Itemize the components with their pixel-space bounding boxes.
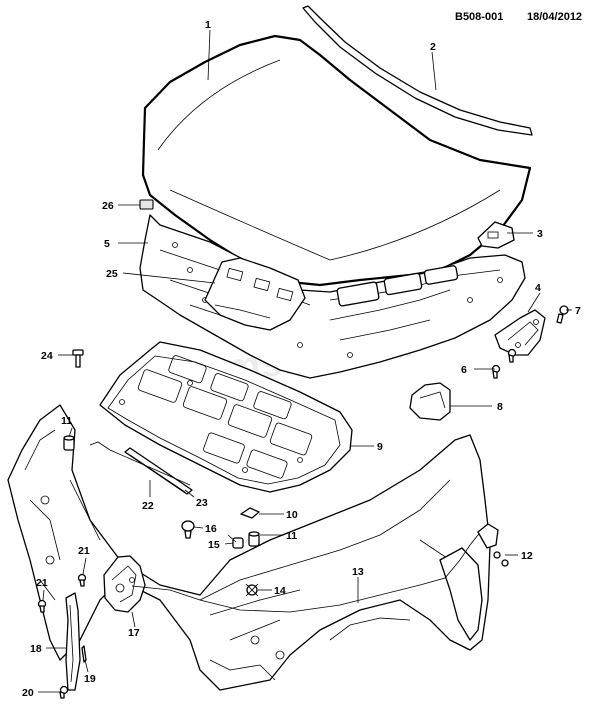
- diagram-date: 18/04/2012: [527, 11, 582, 23]
- support-stud: [81, 645, 87, 663]
- hood-seal: [302, 5, 533, 136]
- callout-2: 2: [430, 41, 436, 53]
- dash-grommet: [245, 583, 259, 597]
- callout-6: 6: [461, 364, 467, 376]
- callout-22: 22: [142, 500, 154, 512]
- callout-18: 18: [30, 643, 42, 655]
- reinforcement-plate: [204, 257, 306, 331]
- callout-23: 23: [196, 497, 208, 509]
- callout-11-right: 11: [286, 530, 297, 542]
- callout-5: 5: [104, 238, 110, 250]
- hood-bumper-right: [248, 531, 260, 547]
- callout-4: 4: [535, 282, 541, 294]
- callout-20: 20: [22, 687, 34, 699]
- bumper-pad: [139, 199, 154, 210]
- callout-9: 9: [377, 441, 383, 453]
- hood-release-cable: [131, 529, 489, 613]
- hood-striker-bracket: [477, 221, 515, 249]
- hinge-bolt: [556, 305, 569, 324]
- callout-13: 13: [352, 566, 364, 578]
- callout-12: 12: [521, 550, 533, 562]
- push-clip: [240, 507, 260, 519]
- rod-clip: [89, 441, 191, 486]
- latch-support-bar: [65, 592, 81, 691]
- cable-grommet: [227, 534, 244, 549]
- callout-24: 24: [41, 350, 53, 362]
- hood-hinge: [494, 309, 546, 356]
- callout-1: 1: [205, 19, 211, 31]
- callout-8: 8: [497, 401, 503, 413]
- callout-26: 26: [102, 200, 114, 212]
- callout-21-lower: 21: [36, 577, 48, 589]
- hood-latch-support: [409, 382, 451, 421]
- hood-bumper-left: [63, 435, 75, 451]
- callout-10: 10: [286, 509, 298, 521]
- latch-clip: [181, 520, 195, 539]
- callout-11-left: 11: [61, 415, 72, 427]
- latch-screw-upper: [77, 573, 87, 587]
- callout-7: 7: [575, 305, 581, 317]
- callout-labels: 1 2 3 4 5 6 7 8 9 10 11 11 12 13 14 15 1…: [22, 19, 581, 699]
- callout-19: 19: [84, 673, 96, 685]
- callout-3: 3: [537, 228, 543, 240]
- hood-panel: [141, 34, 532, 287]
- callout-21-upper: 21: [78, 545, 90, 557]
- support-bolt: [59, 685, 69, 699]
- callout-14: 14: [274, 585, 286, 597]
- callout-17: 17: [128, 627, 140, 639]
- hood-insulation: [99, 341, 353, 493]
- leader-lines: [38, 29, 572, 693]
- diagram-code: B508-001: [455, 11, 503, 23]
- hinge-mount-bolt: [491, 348, 517, 379]
- callout-16: 16: [205, 523, 217, 535]
- pad-bolt: [72, 349, 84, 368]
- latch-screw-lower: [37, 599, 47, 613]
- callout-15: 15: [208, 539, 220, 551]
- callout-25: 25: [106, 268, 118, 280]
- release-handle: [477, 523, 509, 567]
- hood-latch: [103, 555, 146, 613]
